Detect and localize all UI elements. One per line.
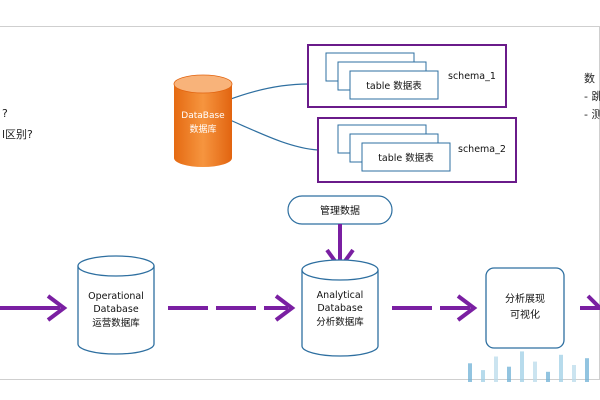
decorative-bar bbox=[507, 366, 511, 382]
analysis-label-1: 分析展现 bbox=[505, 292, 545, 305]
analytical-db-cylinder bbox=[301, 259, 379, 357]
manage-data-label: 管理数据 bbox=[320, 204, 360, 217]
connector-db-schema2 bbox=[229, 119, 319, 151]
schema-2-group bbox=[317, 117, 517, 183]
connector-db-schema1 bbox=[227, 83, 309, 101]
analysis-visualization-box bbox=[485, 267, 565, 349]
arrow-operational-to-analytical bbox=[168, 294, 296, 322]
arrow-left-in bbox=[0, 294, 68, 322]
left-fragment-2: l区别? bbox=[2, 128, 33, 141]
analytical-db-label-2: Database bbox=[317, 303, 362, 314]
operational-db-label-3: 运营数据库 bbox=[92, 317, 140, 329]
decorative-bar bbox=[546, 371, 550, 382]
decorative-bar bbox=[585, 358, 589, 382]
decorative-bar bbox=[559, 354, 563, 382]
arrow-right-out bbox=[580, 294, 600, 310]
decorative-bar bbox=[468, 363, 472, 382]
decorative-bars bbox=[468, 351, 589, 382]
right-fragment-2: - 跳 bbox=[584, 89, 600, 103]
decorative-bar bbox=[533, 361, 537, 382]
right-fragment-3: - 测 bbox=[584, 108, 600, 121]
schema-2-label: schema_2 bbox=[458, 144, 506, 155]
database-cylinder bbox=[173, 74, 233, 167]
analytical-db-label-1: Analytical bbox=[317, 290, 364, 301]
decorative-bar bbox=[520, 351, 524, 382]
decorative-bar bbox=[494, 356, 498, 382]
arrow-analytical-to-analysis bbox=[392, 294, 478, 322]
schema-1-label: schema_1 bbox=[448, 71, 496, 82]
right-fragment-1: 数 bbox=[584, 72, 595, 85]
operational-db-label-1: Operational bbox=[88, 291, 144, 302]
left-fragment-1: ? bbox=[2, 107, 8, 120]
analysis-label-2: 可视化 bbox=[510, 308, 540, 321]
database-label-1: DataBase bbox=[181, 111, 225, 121]
schema-1-group bbox=[307, 44, 507, 108]
database-label-2: 数据库 bbox=[189, 123, 216, 135]
schema-1-table-label: table 数据表 bbox=[366, 80, 422, 92]
decorative-bar bbox=[481, 370, 485, 382]
analytical-db-label-3: 分析数据库 bbox=[316, 316, 364, 328]
operational-db-label-2: Database bbox=[93, 304, 138, 315]
operational-db-cylinder bbox=[77, 255, 155, 355]
decorative-bar bbox=[572, 365, 576, 382]
schema-2-table-label: table 数据表 bbox=[378, 152, 434, 164]
